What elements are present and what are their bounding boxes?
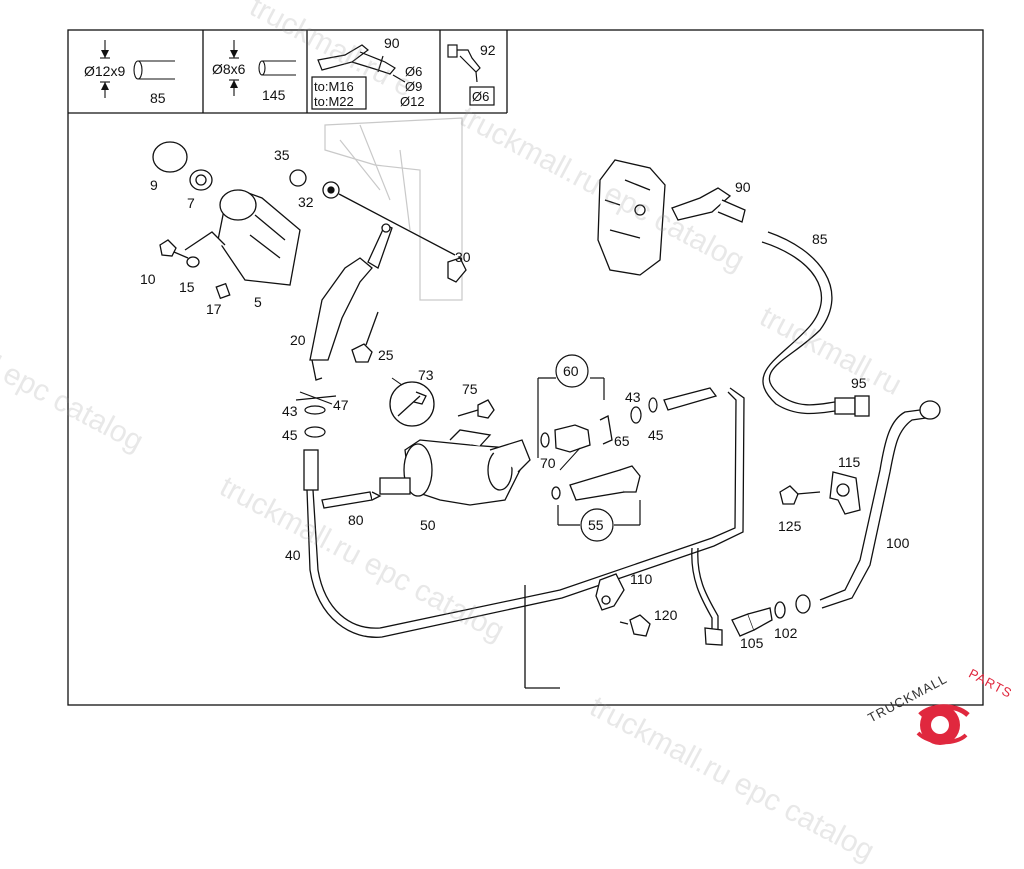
reservoir-cap-9 xyxy=(152,141,188,173)
callout-45-left: 45 xyxy=(282,427,298,443)
diagram-frame xyxy=(67,29,984,706)
hose-12x9-dim: Ø12x9 xyxy=(84,63,125,79)
cable-group-frame xyxy=(524,585,560,689)
callout-10: 10 xyxy=(140,271,156,287)
header-hose-8x6: Ø8x6 145 xyxy=(212,40,296,103)
leader-lines xyxy=(391,377,581,471)
callout-65: 65 xyxy=(614,433,630,449)
cylinder-20 xyxy=(309,257,373,361)
pushrod-boot xyxy=(379,477,411,495)
bolt-25 xyxy=(351,343,373,363)
hose-8x6-ref: 145 xyxy=(262,87,286,103)
callout-102: 102 xyxy=(774,625,798,641)
washer-15 xyxy=(186,256,200,268)
line-40 xyxy=(303,387,745,638)
bolt-75 xyxy=(457,399,495,419)
connector-95 xyxy=(834,395,870,417)
elbow-90-d1: Ø6 xyxy=(405,64,422,79)
gear-icon xyxy=(916,704,970,745)
group-frame-60 xyxy=(537,354,641,542)
pedal-bracket xyxy=(324,117,463,301)
fitting-70 xyxy=(540,415,613,453)
callout-95: 95 xyxy=(851,375,867,391)
clip-65 xyxy=(599,415,613,445)
callout-17: 17 xyxy=(206,301,222,317)
header-elbow-92: 92 Ø6 xyxy=(447,42,496,106)
callout-labels: 9 7 35 32 10 15 17 5 30 20 25 90 85 73 7… xyxy=(140,147,910,651)
callout-73: 73 xyxy=(418,367,434,383)
elbow-90-thread-2: to:M22 xyxy=(314,94,354,109)
callout-120: 120 xyxy=(654,607,678,623)
hose-85 xyxy=(761,231,836,415)
callout-25: 25 xyxy=(378,347,394,363)
callout-7: 7 xyxy=(187,195,195,211)
elbow-90-ref: 90 xyxy=(384,35,400,51)
elbow-92-d1: Ø6 xyxy=(472,89,489,104)
master-cylinder xyxy=(289,169,467,381)
callout-20: 20 xyxy=(290,332,306,348)
callout-15: 15 xyxy=(179,279,195,295)
bolt-10 xyxy=(159,239,177,257)
bolt-125 xyxy=(779,485,821,505)
callout-45-right: 45 xyxy=(648,427,664,443)
callout-105: 105 xyxy=(740,635,764,651)
callout-47: 47 xyxy=(333,397,349,413)
valve-block xyxy=(597,159,666,276)
seal-102 xyxy=(774,601,786,619)
callout-40: 40 xyxy=(285,547,301,563)
callout-110: 110 xyxy=(630,571,653,587)
line-100 xyxy=(819,400,941,609)
callout-55: 55 xyxy=(588,517,604,533)
callout-32: 32 xyxy=(298,194,314,210)
callout-80: 80 xyxy=(348,512,364,528)
hose-12x9-ref: 85 xyxy=(150,90,166,106)
callout-5: 5 xyxy=(254,294,262,310)
sensor-cable xyxy=(691,547,723,646)
elbow-fitting-90 xyxy=(671,187,746,223)
bracket-115 xyxy=(829,471,861,515)
fitting-55 xyxy=(551,465,641,501)
reservoir-assembly xyxy=(152,141,301,300)
wrench-symbol-73 xyxy=(389,381,435,427)
callout-60: 60 xyxy=(563,363,579,379)
callout-9: 9 xyxy=(150,177,158,193)
callout-85: 85 xyxy=(812,231,828,247)
elbow-90-thread-1: to:M16 xyxy=(314,79,354,94)
callout-100: 100 xyxy=(886,535,910,551)
callout-30: 30 xyxy=(455,249,471,265)
callout-125: 125 xyxy=(778,518,802,534)
callout-43-left: 43 xyxy=(282,403,298,419)
parts-diagram: Ø12x9 85 Ø8x6 145 90 to:M16 to:M22 Ø6 Ø9… xyxy=(67,29,984,706)
bolt-30 xyxy=(447,257,467,283)
elbow-90-d3: Ø12 xyxy=(400,94,425,109)
connector-105 xyxy=(731,594,811,637)
slave-cylinder-50 xyxy=(379,429,531,506)
brand-name-red: PARTS xyxy=(966,666,1015,701)
clamp-110 xyxy=(595,573,625,611)
callout-75: 75 xyxy=(462,381,478,397)
bolt-120 xyxy=(619,614,651,637)
bushing-35 xyxy=(289,169,307,187)
callout-90: 90 xyxy=(735,179,751,195)
seals xyxy=(295,391,658,438)
callout-115: 115 xyxy=(838,454,861,470)
pushrod-80 xyxy=(321,491,382,509)
callout-50: 50 xyxy=(420,517,436,533)
elbow-92-ref: 92 xyxy=(480,42,496,58)
hose-8x6-dim: Ø8x6 xyxy=(212,61,246,77)
callout-35: 35 xyxy=(274,147,290,163)
elbow-90-d2: Ø9 xyxy=(405,79,422,94)
callout-43-right: 43 xyxy=(625,389,641,405)
callout-70: 70 xyxy=(540,455,556,471)
header-hose-12x9: Ø12x9 85 xyxy=(84,40,175,106)
label-17 xyxy=(215,282,231,300)
truckmallparts-logo: TRUCKMALL PARTS xyxy=(865,666,1015,745)
header-elbow-90: 90 to:M16 to:M22 Ø6 Ø9 Ø12 xyxy=(311,35,425,110)
